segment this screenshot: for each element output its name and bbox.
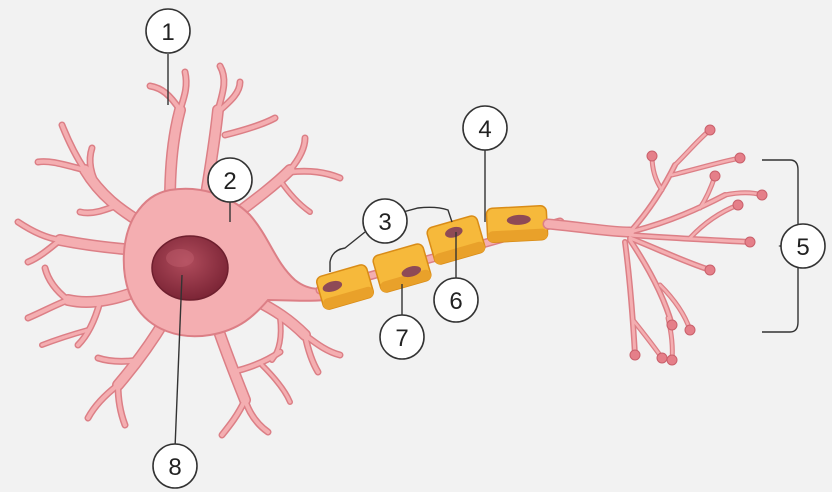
svg-text:2: 2 (223, 168, 236, 195)
nucleus (151, 235, 229, 301)
terminal-bulb (732, 199, 744, 211)
svg-text:1: 1 (161, 19, 174, 46)
myelin-segment (485, 205, 549, 243)
leader-lines (167, 54, 799, 449)
svg-text:8: 8 (168, 454, 181, 481)
label-4: 4 (462, 105, 508, 151)
leader-bracket-5 (762, 159, 799, 333)
label-7: 7 (379, 314, 425, 360)
label-5: 5 (780, 223, 826, 269)
label-6: 6 (433, 277, 479, 323)
myelin-segment (315, 264, 375, 310)
terminal-bulb (684, 324, 696, 336)
label-2: 2 (207, 157, 253, 203)
myelin-segment (372, 243, 432, 293)
terminal-bulb (666, 354, 678, 366)
terminal-bulb (646, 150, 658, 162)
terminal-bulb (734, 152, 746, 164)
terminal-bulb (656, 352, 668, 364)
label-1: 1 (145, 8, 191, 54)
svg-text:6: 6 (449, 288, 462, 315)
svg-text:3: 3 (378, 209, 391, 236)
axon-terminals (542, 124, 768, 366)
svg-text:4: 4 (478, 116, 491, 143)
leader-bracket-3 (329, 206, 453, 272)
terminal-bulb (704, 124, 716, 136)
terminal-bulb (709, 170, 721, 182)
label-3: 3 (362, 198, 408, 244)
label-8: 8 (152, 443, 198, 489)
svg-text:5: 5 (796, 234, 809, 261)
svg-text:7: 7 (395, 325, 408, 352)
terminal-bulb (704, 264, 716, 276)
terminal-bulb (666, 319, 678, 331)
terminal-bulb (756, 189, 768, 201)
number-labels: 1 2 3 4 5 6 7 8 (145, 8, 826, 489)
terminal-bulb (744, 236, 756, 248)
leader-line-8 (174, 274, 183, 449)
terminal-bulb (629, 349, 641, 361)
